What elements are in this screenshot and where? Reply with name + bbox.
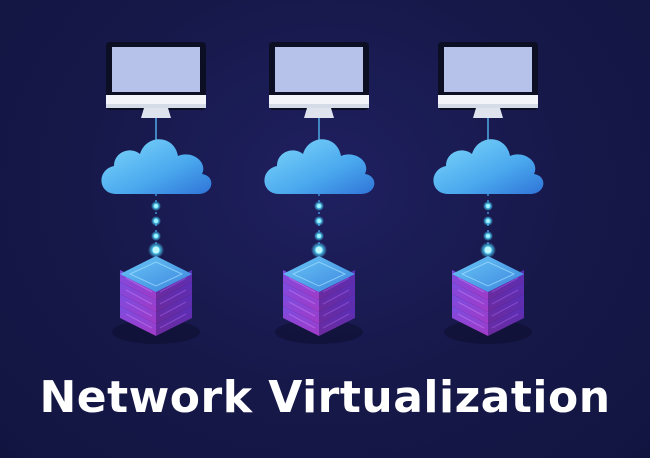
server-layer-line [491, 289, 519, 305]
connector-dot [317, 219, 321, 223]
server-layer [452, 282, 524, 312]
monitor-chin-shadow [106, 104, 206, 108]
server-layer-line [457, 301, 485, 317]
cloud-shape [264, 139, 375, 194]
monitor-screen [444, 47, 532, 92]
server-layer [120, 294, 192, 324]
page-title: Network Virtualization [39, 372, 611, 423]
column-right [433, 42, 544, 344]
connector-node [484, 246, 492, 254]
server-layer [452, 294, 524, 324]
cloud-icon [101, 139, 212, 194]
connector-dot [317, 204, 321, 208]
cloud-shape [433, 139, 544, 194]
server-stack-icon [112, 256, 200, 344]
server-stack-icon [275, 256, 363, 344]
monitor-stand [304, 108, 334, 118]
server-layer-line [288, 277, 316, 293]
server-layer-line [457, 313, 485, 329]
monitor-screen [112, 47, 200, 92]
monitor-screen [275, 47, 363, 92]
server-layer [283, 306, 355, 336]
connector-dot [486, 204, 490, 208]
server-layer-line [159, 313, 187, 329]
server-layer-line [288, 289, 316, 305]
monitor-chin-shadow [438, 104, 538, 108]
server-layer-line [322, 301, 350, 317]
connector-dot [154, 234, 158, 238]
connector-dot [317, 234, 321, 238]
connector-dot [154, 204, 158, 208]
column-left [101, 42, 212, 344]
server-layer-line [491, 301, 519, 317]
server-top-inset [291, 261, 347, 287]
server-layer [283, 282, 355, 312]
cloud-shape [101, 139, 212, 194]
connector-dot [154, 219, 158, 223]
server-layer [120, 282, 192, 312]
monitor-stand [473, 108, 503, 118]
server-top-inset [128, 261, 184, 287]
connector-node [315, 246, 323, 254]
server-layer [283, 294, 355, 324]
server-layer-line [322, 313, 350, 329]
server-layer-line [159, 277, 187, 293]
server-layer-line [125, 301, 153, 317]
server-layer-line [159, 289, 187, 305]
server-layer-line [125, 289, 153, 305]
connector-dot [486, 219, 490, 223]
server-layer-line [457, 277, 485, 293]
server-top-inset [460, 261, 516, 287]
server-layer-line [288, 313, 316, 329]
server-top [120, 256, 192, 292]
server-top [283, 256, 355, 292]
monitor-icon [269, 42, 369, 118]
server-stack-icon [444, 256, 532, 344]
monitor-icon [106, 42, 206, 118]
server-layer-line [491, 313, 519, 329]
connector-node [152, 246, 160, 254]
server-layer-line [125, 313, 153, 329]
column-center [264, 42, 375, 344]
cloud-icon [264, 139, 375, 194]
server-layer-line [159, 301, 187, 317]
server-layer-line [457, 289, 485, 305]
connector-dot [486, 234, 490, 238]
monitor-stand [141, 108, 171, 118]
server-layer-line [288, 301, 316, 317]
server-layer-line [322, 289, 350, 305]
server-layer-line [322, 277, 350, 293]
server-layer [120, 306, 192, 336]
monitor-icon [438, 42, 538, 118]
server-layer [452, 306, 524, 336]
server-layer-line [491, 277, 519, 293]
server-layer-line [125, 277, 153, 293]
server-top [452, 256, 524, 292]
cloud-icon [433, 139, 544, 194]
monitor-chin-shadow [269, 104, 369, 108]
